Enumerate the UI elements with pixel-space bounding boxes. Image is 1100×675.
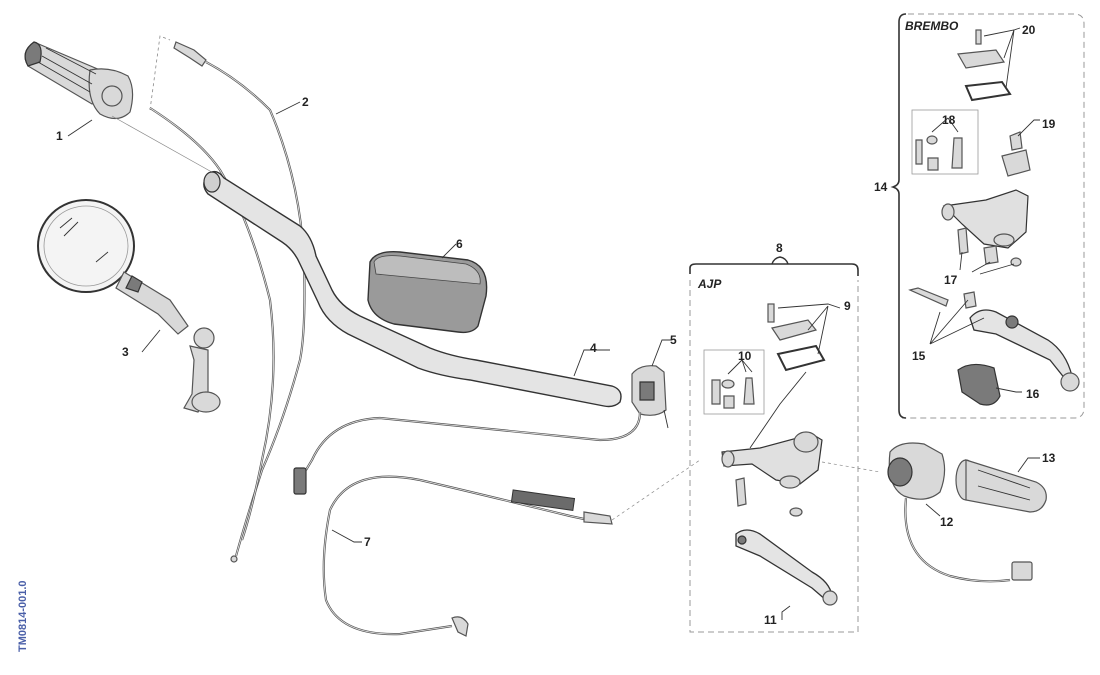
mirror-part <box>37 199 221 413</box>
callout-2: 2 <box>302 95 309 109</box>
callout-1: 1 <box>56 129 63 143</box>
callout-16: 16 <box>1026 387 1040 401</box>
callout-3: 3 <box>122 345 129 359</box>
callout-12: 12 <box>940 515 954 529</box>
right-switch-part <box>887 442 1033 583</box>
throttle-cable-part <box>149 35 306 563</box>
callout-17: 17 <box>944 273 958 287</box>
left-switch-part <box>293 339 672 495</box>
callout-15: 15 <box>912 349 926 363</box>
callout-labels: 1 2 3 4 5 6 7 8 9 10 11 12 13 14 15 16 1… <box>56 23 1056 627</box>
handlebar-part <box>203 170 622 408</box>
callout-18: 18 <box>942 113 956 127</box>
brembo-group-title: BREMBO <box>905 19 959 33</box>
handlebar-pad-part <box>367 243 488 334</box>
throttle-grip-part <box>24 41 227 181</box>
callout-11: 11 <box>764 613 777 627</box>
document-code: TM0814-001.0 <box>17 580 29 652</box>
ajp-group-title: AJP <box>697 277 722 291</box>
ajp-group-frame <box>689 256 859 633</box>
callout-10: 10 <box>738 349 752 363</box>
brembo-group-frame <box>890 13 1085 419</box>
callout-14: 14 <box>874 180 888 194</box>
callout-6: 6 <box>456 237 463 251</box>
callout-9: 9 <box>844 299 851 313</box>
ajp-master-cylinder-part <box>703 303 881 620</box>
brembo-master-cylinder-part <box>908 27 1080 406</box>
callout-5: 5 <box>670 333 677 347</box>
callout-13: 13 <box>1042 451 1056 465</box>
callout-8: 8 <box>776 241 783 255</box>
callout-4: 4 <box>590 341 597 355</box>
callout-7: 7 <box>364 535 371 549</box>
callout-20: 20 <box>1022 23 1036 37</box>
clutch-cable-part <box>322 459 701 637</box>
callout-19: 19 <box>1042 117 1056 131</box>
right-grip-part <box>955 457 1047 513</box>
